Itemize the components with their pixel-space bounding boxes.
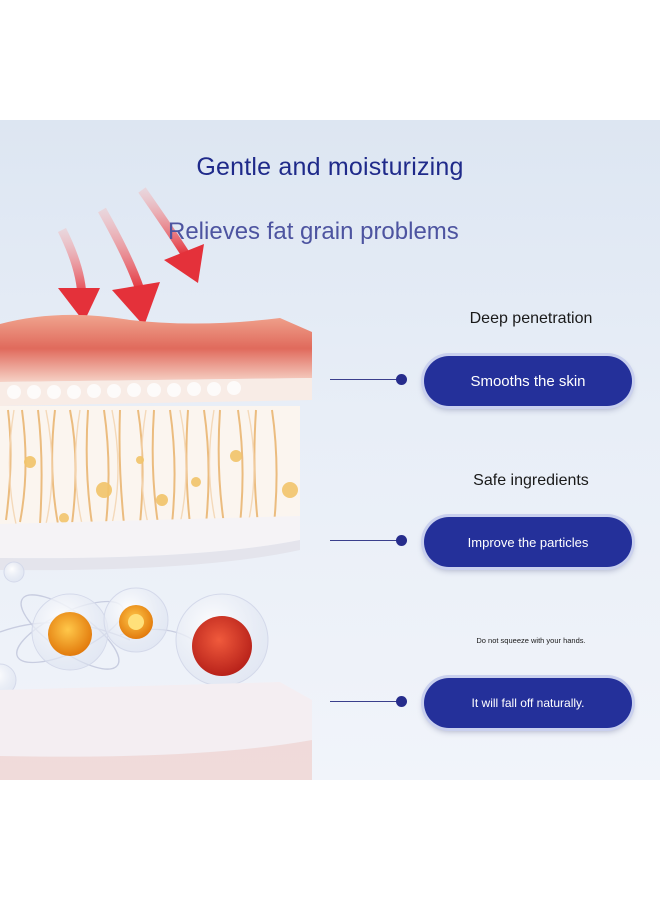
connector-line-3 (330, 701, 402, 702)
arrow-icon (57, 227, 100, 322)
arrow-icon (98, 207, 160, 326)
skin-layer-illustration (0, 187, 312, 780)
improve-particles-button[interactable]: Improve the particles (424, 517, 632, 567)
fall-off-naturally-button[interactable]: It will fall off naturally. (424, 678, 632, 728)
headline: Gentle and moisturizing (196, 153, 464, 181)
fall-off-naturally-button-label: It will fall off naturally. (471, 696, 585, 710)
feature-label-3: Do not squeeze with your hands. (476, 636, 586, 645)
improve-particles-button-label: Improve the particles (467, 534, 589, 550)
feature-label-2: Safe ingredients (473, 472, 589, 489)
connector-dot-2 (396, 535, 407, 546)
feature-label-1: Deep penetration (469, 310, 593, 327)
connector-dot-1 (396, 374, 407, 385)
connector-line-1 (330, 379, 402, 380)
smooths-skin-button[interactable]: Smooths the skin (424, 356, 632, 406)
product-info-panel: Gentle and moisturizing Relieves fat gra… (0, 120, 660, 780)
connector-line-2 (330, 540, 402, 541)
subheadline: Relieves fat grain problems (168, 218, 459, 245)
arrow-icon (138, 187, 204, 283)
connector-dot-3 (396, 696, 407, 707)
smooths-skin-button-label: Smooths the skin (470, 372, 586, 390)
